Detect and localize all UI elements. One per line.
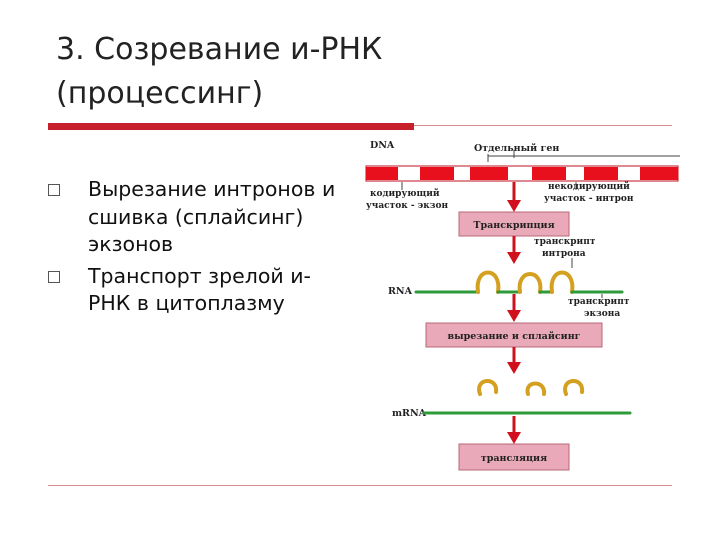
exon-transcript-label-line-1: транскрипт <box>568 297 630 307</box>
down-arrow <box>507 182 521 212</box>
title-line-2: (процессинг) <box>56 76 264 111</box>
intron-transcript-label-line-1: транскрипт <box>534 237 596 247</box>
title-line-1: 3. Созревание и-РНК <box>56 32 383 67</box>
rna-intron-loop <box>549 270 575 294</box>
bullet-list: Вырезание интронов и сшивка (сплайсинг) … <box>48 176 348 318</box>
title-thin-rule <box>414 125 672 126</box>
dna-exon-segment <box>584 167 618 180</box>
bottom-rule <box>48 485 672 486</box>
splicing-box <box>425 322 603 348</box>
transcription-box <box>458 211 570 237</box>
mrna-processing-diagram: DNA Отдельный ген кодирующий участок - э… <box>365 140 680 471</box>
coding-label-line-1: кодирующий <box>370 188 440 199</box>
gene-label: Отдельный ген <box>474 143 559 154</box>
down-arrow <box>507 294 521 322</box>
page-title: 3. Созревание и-РНК (процессинг) <box>56 28 496 116</box>
rna-intron-loop <box>517 272 543 294</box>
bullet-text: Вырезание интронов и сшивка (сплайсинг) … <box>88 177 336 256</box>
noncoding-label-line-2: участок - интрон <box>544 194 634 204</box>
excised-intron-loop <box>477 379 499 396</box>
checkbox-bullet-icon <box>48 270 60 283</box>
down-arrow <box>507 416 521 444</box>
noncoding-label-line-1: некодирующий <box>548 181 630 192</box>
splicing-label: вырезание и сплайсинг <box>448 331 581 342</box>
bullet-item: Вырезание интронов и сшивка (сплайсинг) … <box>48 176 348 259</box>
dna-exon-segment <box>532 167 566 180</box>
dna-label: DNA <box>370 140 395 151</box>
mrna-label: mRNA <box>392 408 427 419</box>
dna-exon-segment <box>366 167 398 180</box>
bullet-item: Транспорт зрелой и-РНК в цитоплазму <box>48 263 348 318</box>
rna-strand <box>414 270 624 294</box>
translation-box <box>458 443 570 471</box>
dna-exon-segment <box>470 167 508 180</box>
dna-exon-segment <box>640 167 678 180</box>
title-accent-bar <box>48 123 414 130</box>
excised-introns <box>477 379 585 396</box>
down-arrow <box>507 236 521 264</box>
rna-intron-loop <box>475 270 501 294</box>
transcription-label: Транскрипция <box>473 220 554 231</box>
down-arrow <box>507 347 521 374</box>
intron-transcript-label-line-2: интрона <box>542 249 586 259</box>
exon-transcript-label-line-2: экзона <box>584 309 620 319</box>
translation-label: трансляция <box>481 453 547 464</box>
rna-label: RNA <box>388 286 413 297</box>
dna-exons <box>366 167 678 180</box>
excised-intron-loop <box>563 379 585 396</box>
dna-exon-segment <box>420 167 454 180</box>
checkbox-bullet-icon <box>48 184 60 196</box>
excised-intron-loop <box>525 381 547 396</box>
dna-strand <box>365 165 679 182</box>
coding-label-line-2: участок - экзон <box>366 201 448 211</box>
bullet-text: Транспорт зрелой и-РНК в цитоплазму <box>88 263 311 316</box>
